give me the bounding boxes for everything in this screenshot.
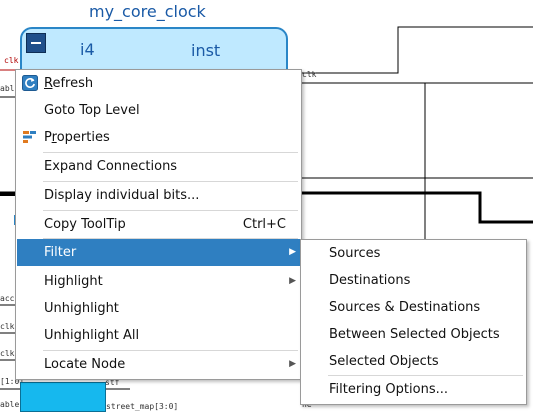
filter-submenu: Sources Destinations Sources & Destinati… xyxy=(300,239,527,405)
menu-item-label: Goto Top Level xyxy=(44,103,140,118)
menu-item-filter[interactable]: Filter ▶ xyxy=(17,239,300,266)
menu-item-label: Unhighlight All xyxy=(44,328,140,343)
schematic-title: my_core_clock xyxy=(89,2,206,21)
submenu-item-selected-objects[interactable]: Selected Objects xyxy=(302,348,525,375)
refresh-icon xyxy=(22,75,38,91)
submenu-item-label: Between Selected Objects xyxy=(329,327,500,342)
collapse-icon[interactable] xyxy=(26,33,46,53)
menu-separator xyxy=(43,350,298,351)
menu-item-properties[interactable]: Properties xyxy=(17,124,300,151)
submenu-item-filtering-options[interactable]: Filtering Options... xyxy=(302,376,525,403)
signal-label: able xyxy=(0,84,20,93)
instance-label-right: inst xyxy=(191,41,221,60)
menu-item-label: Expand Connections xyxy=(44,159,178,174)
signal-label: able xyxy=(0,400,20,409)
menu-item-highlight[interactable]: Highlight ▶ xyxy=(17,268,300,295)
menu-separator xyxy=(328,375,523,376)
submenu-arrow-icon: ▶ xyxy=(289,276,296,286)
menu-item-copy-tooltip[interactable]: Copy ToolTip Ctrl+C xyxy=(17,211,300,238)
submenu-arrow-icon: ▶ xyxy=(289,359,296,369)
instance-label-left: i4 xyxy=(80,40,95,59)
menu-separator xyxy=(43,181,298,182)
menu-separator xyxy=(43,152,298,153)
submenu-item-destinations[interactable]: Destinations xyxy=(302,267,525,294)
submenu-item-label: Filtering Options... xyxy=(329,382,448,397)
menu-item-goto-top-level[interactable]: Goto Top Level xyxy=(17,97,300,124)
menu-item-display-individual-bits[interactable]: Display individual bits... xyxy=(17,182,300,209)
menu-separator xyxy=(43,238,298,239)
menu-item-unhighlight-all[interactable]: Unhighlight All xyxy=(17,322,300,349)
properties-icon xyxy=(23,131,36,143)
signal-label: clk xyxy=(4,56,19,65)
signal-label: clk2 xyxy=(0,349,20,358)
submenu-item-label: Sources & Destinations xyxy=(329,300,481,315)
submenu-arrow-icon: ▶ xyxy=(289,247,296,257)
signal-label: acce xyxy=(0,294,20,303)
submenu-item-between-selected-objects[interactable]: Between Selected Objects xyxy=(302,321,525,348)
module-block[interactable] xyxy=(20,382,106,412)
submenu-item-label: Destinations xyxy=(329,273,411,288)
menu-item-label: Unhighlight xyxy=(44,301,119,316)
menu-item-label: Properties xyxy=(44,130,110,145)
menu-item-locate-node[interactable]: Locate Node ▶ xyxy=(17,351,300,378)
context-menu: Refresh Goto Top Level Properties Expand… xyxy=(15,69,302,380)
menu-separator xyxy=(43,210,298,211)
menu-item-refresh[interactable]: Refresh xyxy=(17,70,300,97)
signal-label: [1:0] xyxy=(0,377,25,386)
signal-label: clk xyxy=(302,70,317,79)
menu-item-label: Filter xyxy=(44,245,77,260)
signal-label: clk1 xyxy=(0,322,20,331)
menu-item-expand-connections[interactable]: Expand Connections xyxy=(17,153,300,180)
shortcut-label: Ctrl+C xyxy=(242,217,286,232)
signal-label: street_map[3:0] xyxy=(106,402,179,411)
menu-item-label: Display individual bits... xyxy=(44,188,200,203)
submenu-item-label: Sources xyxy=(329,246,381,261)
submenu-item-sources-destinations[interactable]: Sources & Destinations xyxy=(302,294,525,321)
submenu-item-label: Selected Objects xyxy=(329,354,439,369)
menu-item-unhighlight[interactable]: Unhighlight xyxy=(17,295,300,322)
menu-item-label: Copy ToolTip xyxy=(44,217,126,232)
menu-item-label: Refresh xyxy=(44,76,94,91)
submenu-item-sources[interactable]: Sources xyxy=(302,240,525,267)
signal-label: stf xyxy=(105,378,120,387)
menu-item-label: Highlight xyxy=(44,274,103,289)
menu-item-label: Locate Node xyxy=(44,357,126,372)
